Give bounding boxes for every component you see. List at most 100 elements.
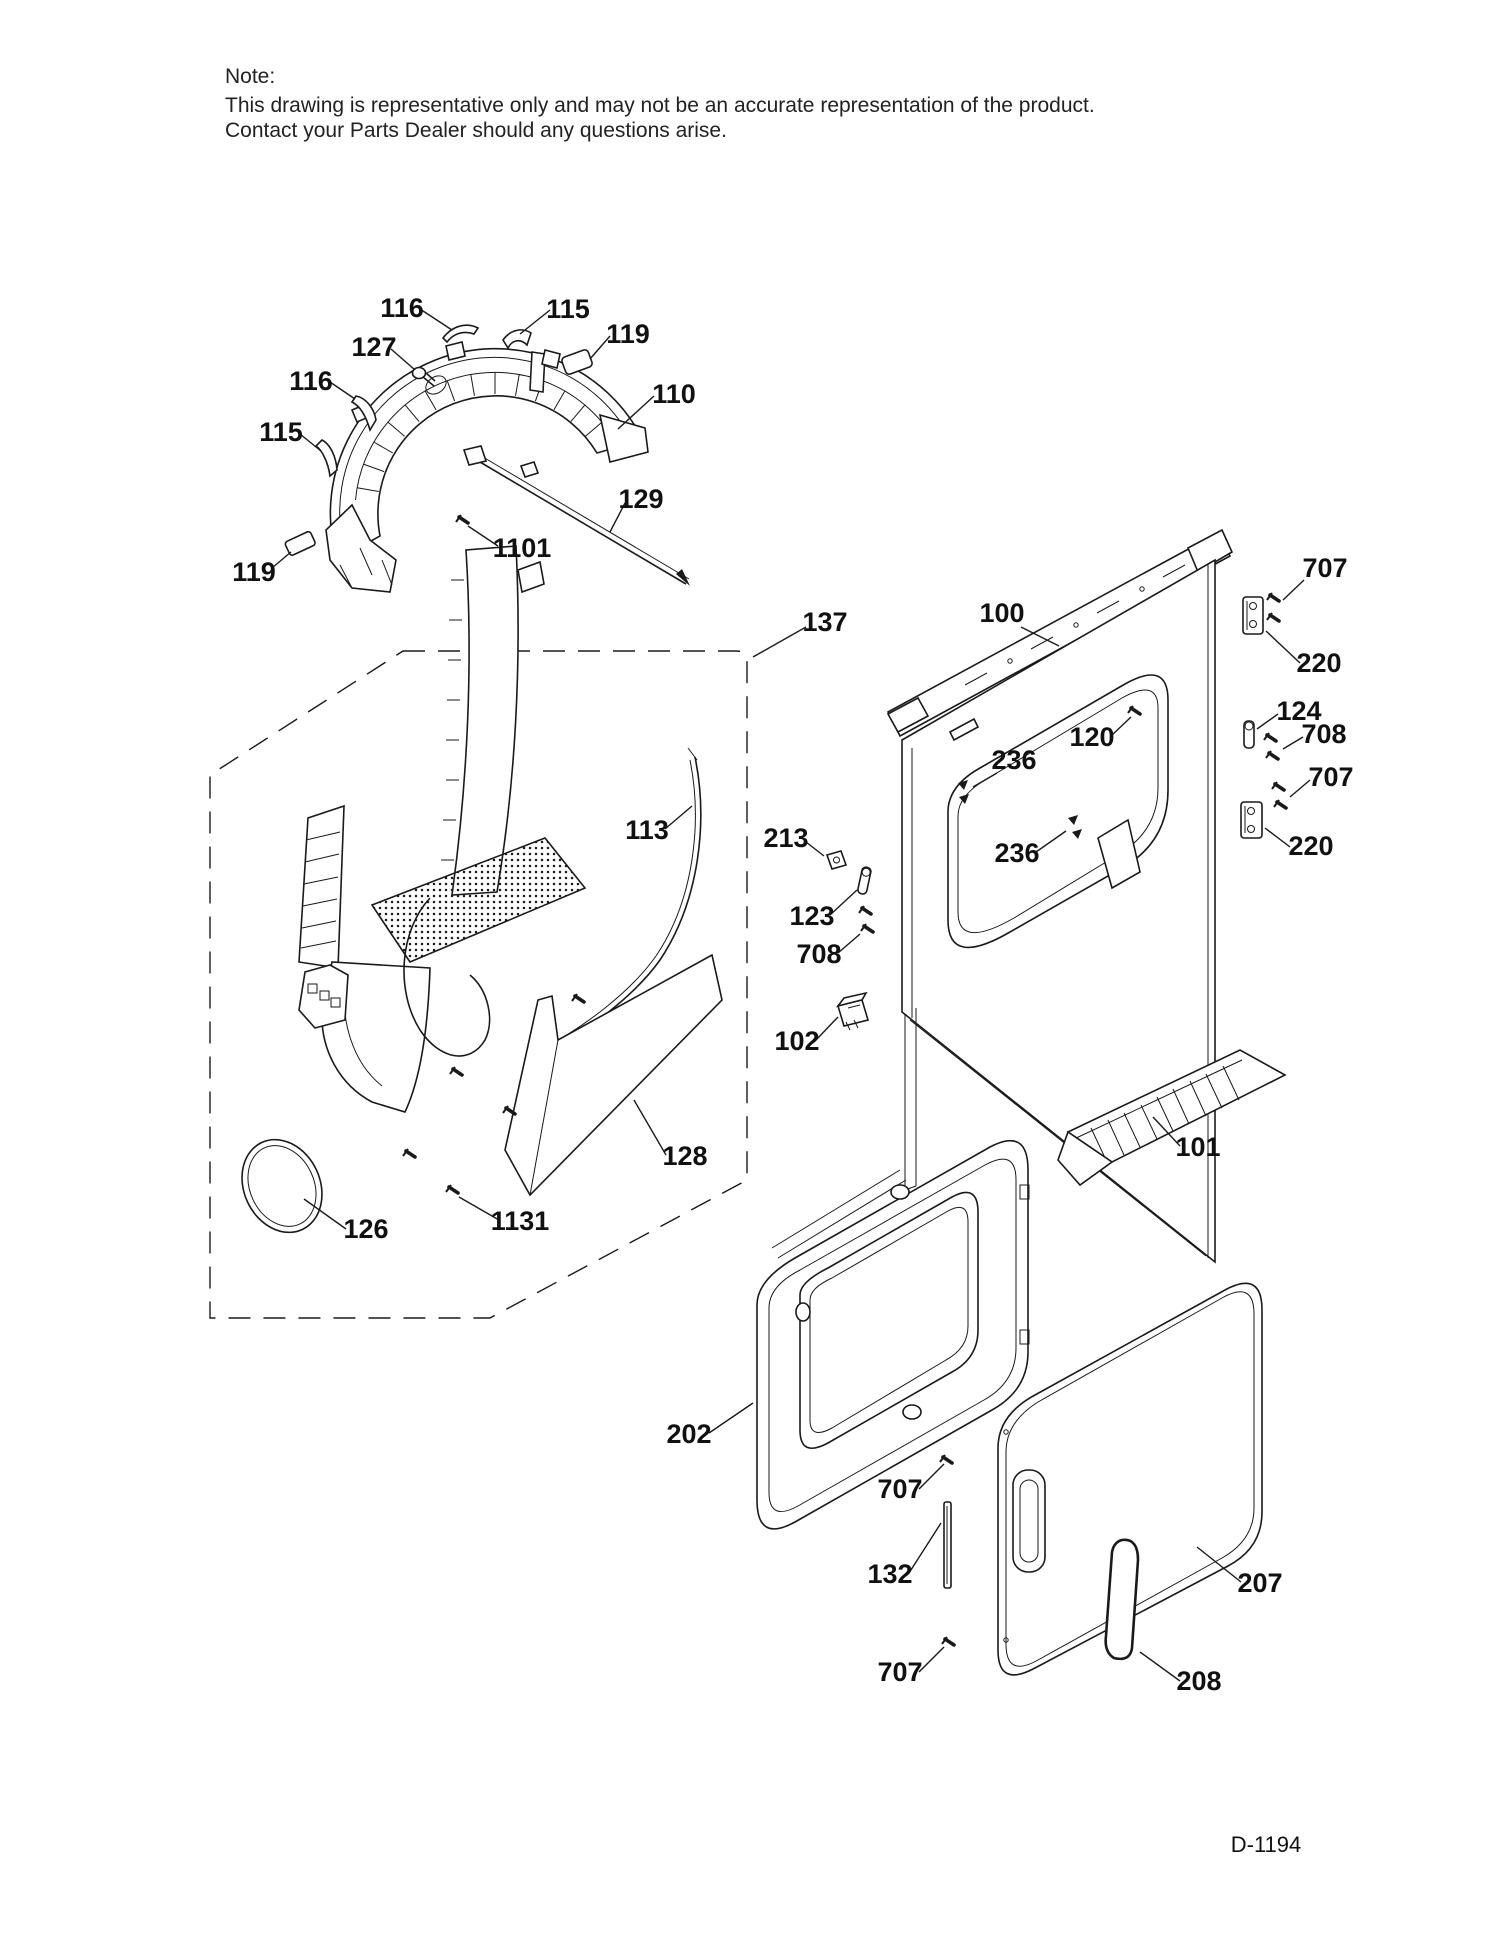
part-label-202: 202 (666, 1419, 711, 1449)
arch-tab-a (445, 341, 466, 361)
part-label-113: 113 (625, 815, 669, 845)
part-label-119-top-right: 119 (606, 319, 650, 349)
part-label-207: 207 (1237, 1568, 1282, 1598)
part-label-116-left: 116 (289, 366, 333, 396)
part-labels: 116 115 119 127 116 115 110 129 1101 119… (232, 293, 1353, 1696)
part-115-left-clip (314, 439, 338, 478)
connector-bracket (298, 964, 349, 1029)
part-236-clips-upper (958, 780, 969, 804)
arch-tab-c (541, 349, 561, 369)
part-213-clip (825, 850, 848, 870)
leader-lines (271, 308, 1311, 1682)
front-panel-100 (771, 528, 1234, 1264)
part-124-hinge-pin (1243, 720, 1255, 749)
part-707-screw-mid (938, 1453, 954, 1465)
part-132-strip (943, 1501, 952, 1589)
lint-screen-mesh (370, 837, 587, 963)
part-110-arch-band (329, 347, 645, 562)
arch-inner-ridge (355, 371, 617, 501)
part-label-1131: 1131 (491, 1206, 550, 1236)
part-label-220-top-right: 220 (1296, 648, 1341, 678)
part-707-screw-b (1265, 611, 1281, 623)
part-116-top-clip (441, 324, 480, 344)
door-handle-recess (1012, 1469, 1046, 1573)
part-220-hinge-lower (1240, 801, 1263, 839)
part-label-707-top-right: 707 (1302, 553, 1347, 583)
note-line1: This drawing is representative only and … (225, 94, 1095, 117)
rail-slots (964, 564, 1186, 686)
grille-end-cap (1057, 1130, 1114, 1187)
part-208-trim (1104, 1538, 1140, 1661)
group-box-137 (209, 650, 748, 1319)
inner-bulkhead-assembly (241, 545, 723, 1234)
part-label-115-top: 115 (546, 294, 590, 324)
part-label-127: 127 (351, 332, 396, 362)
part-707-screw-bottom (940, 1635, 956, 1647)
note-block: Note: This drawing is representative onl… (225, 65, 1095, 142)
inner-door-window (799, 1191, 979, 1450)
part-1101-screw (454, 513, 470, 525)
serrated-strip-ticks (300, 831, 341, 949)
part-236-clips-lower (1068, 815, 1082, 839)
part-label-708-right: 708 (1301, 719, 1346, 749)
part-label-123: 123 (789, 901, 834, 931)
part-label-208: 208 (1176, 1666, 1221, 1696)
part-label-115-left: 115 (259, 417, 303, 447)
part-707-screw-a (1265, 591, 1281, 603)
duct-column-ticks (441, 579, 464, 861)
outer-door-207 (938, 1282, 1263, 1676)
part-label-137: 137 (802, 607, 847, 637)
assembly-screw-d (570, 992, 586, 1004)
panel-slot (948, 717, 980, 742)
part-1131-screw (444, 1183, 460, 1195)
part-label-236-upper: 236 (991, 745, 1036, 775)
part-708-screw-mid-b (859, 922, 875, 934)
panel-bottom-flange (771, 1008, 917, 1259)
part-label-707-bottom: 707 (877, 1657, 922, 1687)
assembly-screw-c (401, 1147, 417, 1159)
part-label-1101: 1101 (493, 533, 552, 563)
part-127-grommet (411, 366, 436, 387)
part-126-ring (241, 1138, 323, 1234)
duct-column (451, 545, 519, 896)
assembly-screw-a (448, 1065, 464, 1077)
part-label-119-lower-left: 119 (232, 557, 276, 587)
part-label-132: 132 (867, 1559, 912, 1589)
note-line2: Contact your Parts Dealer should any que… (225, 119, 727, 142)
hinge-hardware-column (1240, 591, 1288, 839)
part-116-left-clip (350, 395, 377, 432)
part-label-102: 102 (774, 1026, 819, 1056)
part-label-220-right-lower: 220 (1288, 831, 1333, 861)
arch-hardware (284, 324, 690, 586)
part-label-124: 124 (1276, 696, 1321, 726)
drawing-number: D-1194 (1231, 1832, 1302, 1857)
part-label-213: 213 (763, 823, 808, 853)
duct-funnel (321, 961, 431, 1113)
part-220-hinge-upper (1242, 596, 1264, 635)
part-label-129: 129 (618, 484, 663, 514)
part-label-128: 128 (662, 1141, 707, 1171)
window-deflector-flap (1097, 818, 1141, 890)
part-119-top-pad (561, 349, 593, 375)
part-707-screw-c (1270, 780, 1286, 792)
arch-right-end-cap (598, 413, 649, 463)
part-label-126: 126 (343, 1214, 388, 1244)
part-label-707-mid-lower: 707 (877, 1474, 922, 1504)
part-label-110: 110 (652, 379, 696, 409)
part-708-screw-b (1264, 749, 1280, 761)
part-label-120: 120 (1069, 722, 1114, 752)
part-707-screw-d (1272, 798, 1288, 810)
part-129-rod (462, 445, 690, 586)
part-102-switch (836, 991, 870, 1031)
part-119-left-pad (284, 530, 316, 556)
part-label-708-middle: 708 (796, 939, 841, 969)
part-label-116-top: 116 (380, 293, 424, 323)
part-708-screw-mid-a (857, 904, 873, 916)
wire-loop (403, 897, 491, 1057)
part-label-236-lower: 236 (994, 838, 1039, 868)
part-label-100: 100 (979, 598, 1024, 628)
arch-left-foot (339, 547, 393, 589)
note-heading: Note: (225, 65, 275, 88)
part-label-707-right: 707 (1308, 762, 1353, 792)
